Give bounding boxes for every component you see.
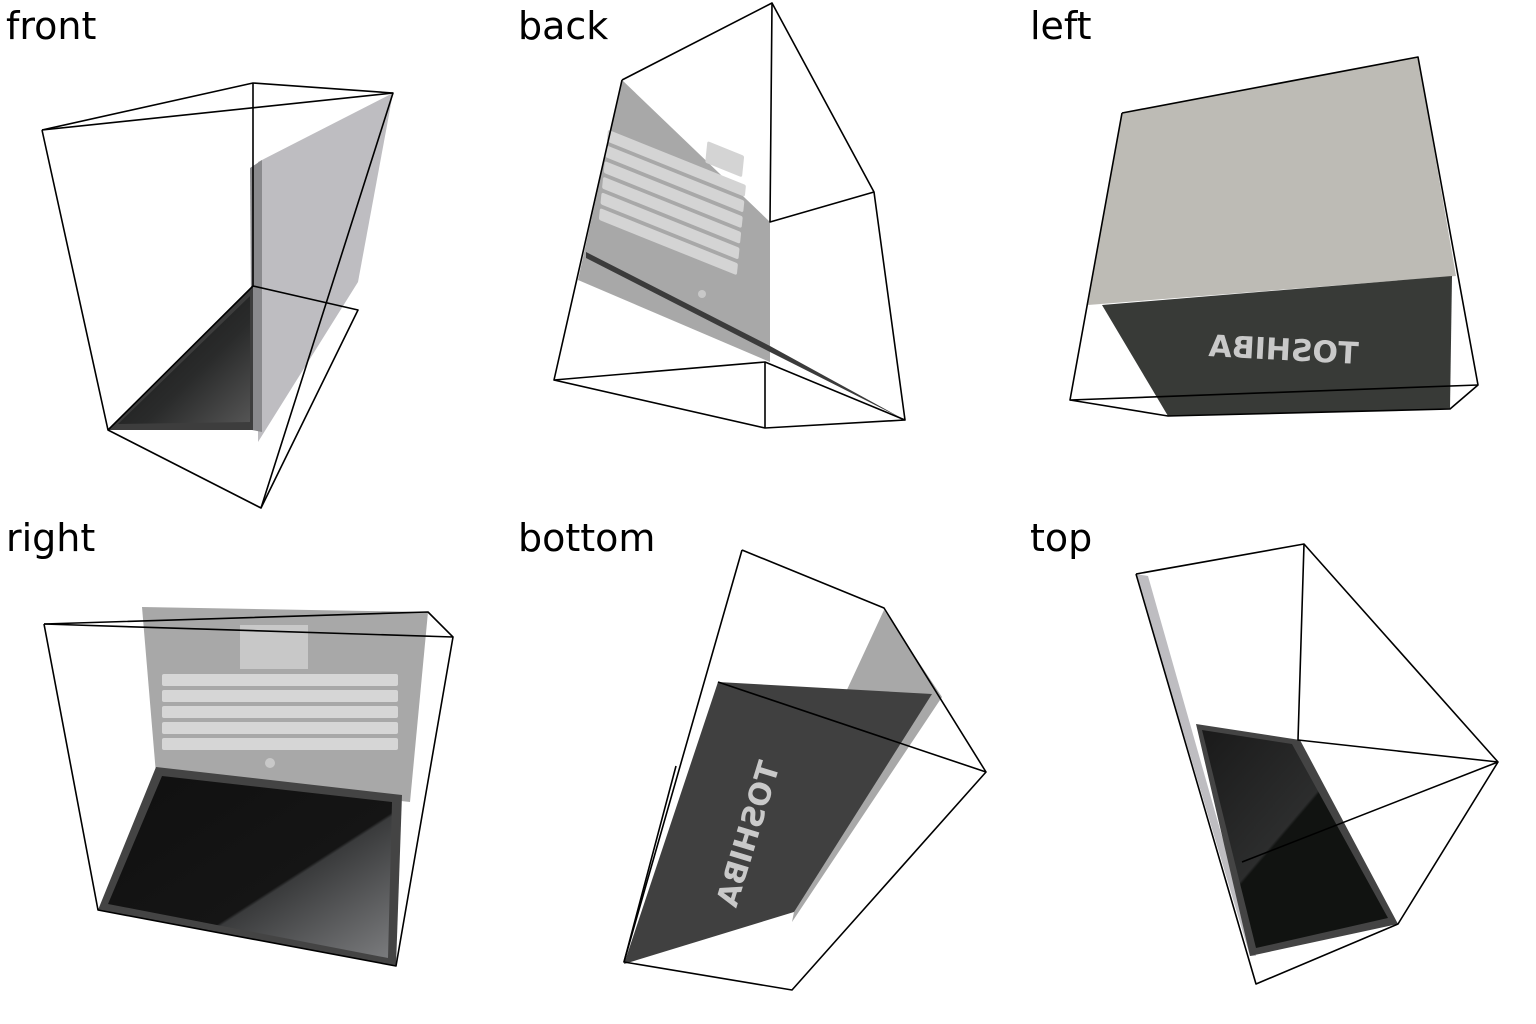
laptop-lid-side bbox=[1136, 574, 1256, 956]
bounding-box-wire-base bbox=[553, 361, 766, 428]
view-label-left: left bbox=[1030, 4, 1092, 48]
view-label-back: back bbox=[518, 4, 609, 48]
brand-logo-mirrored: TOSHIBA bbox=[1207, 329, 1359, 372]
laptop-hinge-edge bbox=[586, 252, 905, 420]
view-panel-left: TOSHIBA left bbox=[1024, 0, 1536, 512]
bounding-box-wire bbox=[1135, 543, 1499, 985]
laptop-deck bbox=[142, 607, 428, 802]
laptop-screen bbox=[108, 776, 392, 958]
bounding-box-wire-inner bbox=[1297, 543, 1499, 763]
bounding-box-wire-inner bbox=[252, 83, 359, 509]
bounding-box-wire-base bbox=[1241, 761, 1499, 863]
bounding-box-wire bbox=[41, 82, 394, 509]
power-button-icon bbox=[265, 758, 275, 768]
view-panel-right: right bbox=[0, 512, 512, 1024]
left-view-drawing: TOSHIBA bbox=[1069, 56, 1479, 417]
laptop-screen bbox=[118, 296, 250, 424]
view-label-right: right bbox=[6, 516, 96, 560]
bounding-box-wire-diag bbox=[764, 361, 906, 421]
bounding-box-wire-inner bbox=[769, 2, 875, 223]
bounding-box-wire bbox=[43, 611, 454, 967]
laptop-lid-back bbox=[258, 93, 393, 442]
keyboard-keys bbox=[598, 130, 746, 275]
view-panel-top: top bbox=[1024, 512, 1536, 1024]
top-view-drawing bbox=[1135, 543, 1499, 985]
bounding-box-wire-inner bbox=[623, 765, 677, 963]
laptop-screen bbox=[1202, 730, 1388, 948]
bottom-view-drawing: TOSHIBA bbox=[623, 549, 987, 991]
bounding-box-wire-diag bbox=[717, 681, 987, 773]
view-label-bottom: bottom bbox=[518, 516, 656, 560]
bounding-box-wire bbox=[623, 549, 987, 991]
front-view-drawing bbox=[41, 82, 394, 509]
bounding-box-wire-base bbox=[1069, 384, 1479, 401]
view-panel-front: front bbox=[0, 0, 512, 512]
bounding-box-wire-base bbox=[107, 285, 254, 431]
back-view-drawing bbox=[553, 2, 906, 429]
bounding-box-wire-top bbox=[43, 623, 454, 638]
bounding-box-wire-back bbox=[41, 92, 394, 131]
laptop-lid-bottom bbox=[624, 682, 932, 964]
view-panel-back: back bbox=[512, 0, 1024, 512]
keyboard-keys bbox=[162, 674, 398, 750]
laptop-lid-top-face bbox=[1088, 57, 1456, 305]
right-view-drawing bbox=[43, 607, 454, 967]
power-button-icon bbox=[698, 290, 706, 298]
view-panel-bottom: TOSHIBA bottom bbox=[512, 512, 1024, 1024]
view-label-top: top bbox=[1030, 516, 1093, 560]
laptop-deck bbox=[578, 80, 770, 362]
view-label-front: front bbox=[6, 4, 97, 48]
laptop-lid-dark-face bbox=[1102, 276, 1452, 416]
